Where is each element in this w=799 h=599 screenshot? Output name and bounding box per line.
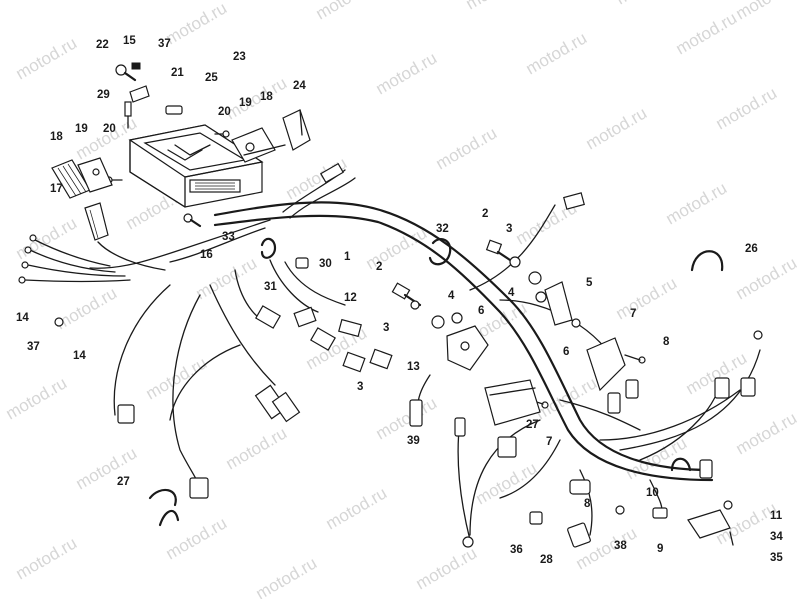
harness-clamp-icon — [148, 237, 724, 527]
callout-label: 27 — [526, 419, 539, 431]
callout-label: 4 — [508, 287, 515, 299]
ecu-unit-icon — [128, 124, 264, 208]
callout-label: 26 — [745, 243, 758, 255]
callout-label: 19 — [75, 123, 88, 135]
watermark-text: motod.ru — [13, 533, 81, 583]
callout-label: 37 — [27, 341, 40, 353]
callout-label: 9 — [657, 543, 663, 555]
watermark-text: motod.ru — [13, 213, 81, 263]
callout-label: 3 — [383, 322, 389, 334]
watermark-text: motod.ru — [53, 283, 121, 333]
callout-label: 14 — [16, 312, 29, 324]
callout-label: 19 — [239, 97, 252, 109]
watermark-text: motod.ru — [733, 253, 799, 303]
watermark-text: motod.ru — [733, 408, 799, 458]
watermark-text: motod.ru — [463, 0, 531, 13]
watermark-text: motod.ru — [433, 123, 501, 173]
callout-label: 8 — [663, 336, 670, 348]
connector-plug-icon — [117, 192, 763, 548]
watermark-text: motod.ru — [613, 0, 681, 8]
callout-label: 6 — [563, 346, 569, 358]
watermark-text: motod.ru — [223, 73, 291, 123]
callout-label: 12 — [344, 292, 357, 304]
main-wire-loom-icon — [18, 162, 761, 541]
watermark-text: motod.ru — [13, 33, 81, 83]
watermark-text: motod.ru — [523, 28, 591, 78]
callout-label: 3 — [357, 381, 363, 393]
callout-label: 7 — [546, 436, 552, 448]
watermark-text: motod.ru — [413, 543, 481, 593]
callout-label: 16 — [200, 249, 213, 261]
watermark-text: motod.ru — [313, 0, 381, 23]
watermark-text: motod.ru — [663, 178, 731, 228]
callout-label: 23 — [233, 51, 246, 63]
callout-label: 32 — [436, 223, 449, 235]
watermark-text: motod.ru — [613, 273, 681, 323]
callout-label: 24 — [293, 80, 306, 92]
watermark-text: motod.ru — [253, 553, 321, 599]
watermark-text: motod.ru — [473, 458, 541, 508]
callout-label: 18 — [260, 91, 273, 103]
callout-label: 17 — [50, 183, 63, 195]
watermark-text: motod.ru — [163, 0, 231, 48]
callout-label: 1 — [344, 251, 351, 263]
harness-plug-icon — [84, 202, 109, 241]
watermark-text: motod.ru — [223, 423, 291, 473]
watermark-text: motod.ru — [73, 443, 141, 493]
watermark-text: motod.ru — [323, 483, 391, 533]
callout-label: 20 — [218, 106, 231, 118]
ecu-bracket-icon — [231, 109, 311, 163]
callout-label: 2 — [376, 261, 382, 273]
callout-label: 4 — [448, 290, 455, 302]
callout-label: 34 — [770, 531, 783, 543]
callout-label: 14 — [73, 350, 86, 362]
callout-label: 7 — [630, 308, 636, 320]
callout-label: 28 — [540, 554, 553, 566]
callout-label: 20 — [103, 123, 116, 135]
callout-label: 13 — [407, 361, 420, 373]
callout-label: 38 — [614, 540, 627, 552]
watermark-text: motod.ru — [3, 373, 71, 423]
callout-label: 8 — [584, 498, 591, 510]
watermark-text: motod.ru — [163, 513, 231, 563]
callout-label: 3 — [506, 223, 512, 235]
mounting-plate-icon — [446, 281, 731, 539]
callout-label: 35 — [770, 552, 783, 564]
watermark-text: motod.ru — [373, 48, 441, 98]
callout-label: 30 — [319, 258, 332, 270]
callout-label: 31 — [264, 281, 277, 293]
watermark-text: motod.ru — [583, 103, 651, 153]
bolt-washer-set-icon — [54, 239, 734, 546]
callout-label: 2 — [482, 208, 488, 220]
watermark-text: motod.ru — [283, 153, 351, 203]
exploded-drawing — [18, 62, 763, 548]
callout-label: 36 — [510, 544, 523, 556]
callout-label: 18 — [50, 131, 63, 143]
callout-label: 25 — [205, 72, 218, 84]
callout-label: 6 — [478, 305, 484, 317]
callout-label: 29 — [97, 89, 110, 101]
callout-label: 39 — [407, 435, 420, 447]
callout-label: 21 — [171, 67, 184, 79]
watermark-text: motod.ru — [673, 8, 741, 58]
callout-label: 11 — [770, 510, 783, 522]
watermark-text: motod.ru — [713, 83, 781, 133]
watermark-text: motod.ru — [733, 0, 799, 23]
callout-label: 33 — [222, 231, 235, 243]
callout-label: 15 — [123, 35, 136, 47]
watermark-text: motod.ru — [363, 223, 431, 273]
callout-label: 10 — [646, 487, 659, 499]
callout-label: 27 — [117, 476, 130, 488]
callout-label: 5 — [586, 277, 593, 289]
relay-bracket-icon — [51, 157, 113, 199]
callout-label: 22 — [96, 39, 109, 51]
callout-label: 37 — [158, 38, 171, 50]
